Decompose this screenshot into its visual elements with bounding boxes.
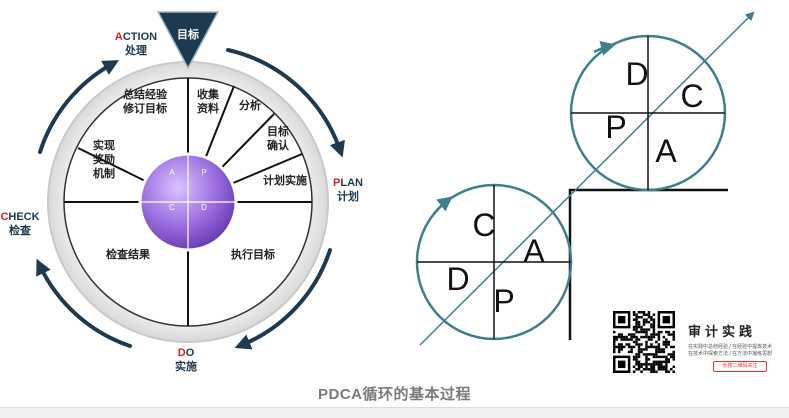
brand-tagline-2: 在技术中探索方法 / 在方法中凝练思想 [688, 351, 773, 357]
stage-do-en: DO [178, 347, 195, 359]
staircase-step [568, 188, 728, 340]
arrow-plan [226, 48, 345, 158]
stage-check-en: CHECK [0, 211, 39, 223]
sector-label-plan-implement: 计划实施 [263, 173, 307, 187]
upper-letter-a: A [655, 133, 677, 169]
lower-letter-p: P [493, 283, 514, 319]
lower-cycle: C A D P [415, 183, 573, 341]
hub-letter-c: C [169, 203, 175, 212]
goal-triangle [156, 11, 220, 70]
cycle-arrows [36, 48, 345, 350]
figure-caption: PDCA循环的基本过程 [317, 386, 471, 403]
progress-line [419, 11, 755, 346]
stage-action-cn: 处理 [124, 43, 147, 57]
qr-code[interactable] [613, 311, 675, 373]
upper-cycle: D C P A [569, 34, 727, 192]
stage-plan-en: PLAN [333, 177, 363, 189]
sector-label-execute-goal: 执行目标 [231, 247, 275, 261]
stage-check-cn: 检查 [9, 223, 31, 237]
sector-label-summarize-revise: 总结经验修订目标 [122, 87, 168, 115]
arrow-do [234, 248, 332, 350]
arrow-action [38, 60, 119, 154]
sector-label-reward-mechanism: 实现奖励机制 [93, 138, 115, 180]
hub-letter-a: A [169, 168, 175, 177]
brand-title: 审计实践 [688, 324, 757, 339]
brand-tagline-1: 在实践中总结经验 / 在经验中提炼技术 [688, 344, 773, 350]
goal-label: 目标 [177, 27, 199, 41]
qr-promo: 审计实践 在实践中总结经验 / 在经验中提炼技术 在技术中探索方法 / 在方法中… [611, 309, 782, 377]
hub-letter-d: D [201, 203, 207, 212]
staircase-diagram: D C P A C A D P [415, 11, 755, 346]
lower-letter-a: A [523, 233, 545, 269]
stage-do-cn: 实施 [175, 359, 197, 373]
hub-cross [140, 154, 236, 250]
pdca-wheel: A P C D 目标 收集资料分析目标确认计划实施执行目标检查结果实现奖励机制总… [0, 11, 363, 373]
sector-label-collect-data: 收集资料 [197, 87, 220, 115]
lower-letter-d: D [446, 261, 469, 297]
hub-letter-p: P [201, 168, 206, 177]
upper-letter-p: P [605, 109, 626, 145]
stage-action-en: ACTION [115, 31, 157, 43]
lower-letter-c: C [472, 207, 495, 243]
sector-label-goal-confirm: 目标确认 [267, 124, 290, 152]
upper-letter-c: C [680, 78, 703, 114]
footer-strip [0, 407, 789, 418]
sector-label-check-results: 检查结果 [106, 247, 150, 261]
sector-label-analysis: 分析 [239, 98, 261, 112]
follow-button[interactable]: 长按二维码关注 [713, 361, 767, 372]
stage-plan-cn: 计划 [337, 189, 359, 203]
arrow-check [36, 258, 132, 348]
upper-letter-d: D [625, 56, 648, 92]
